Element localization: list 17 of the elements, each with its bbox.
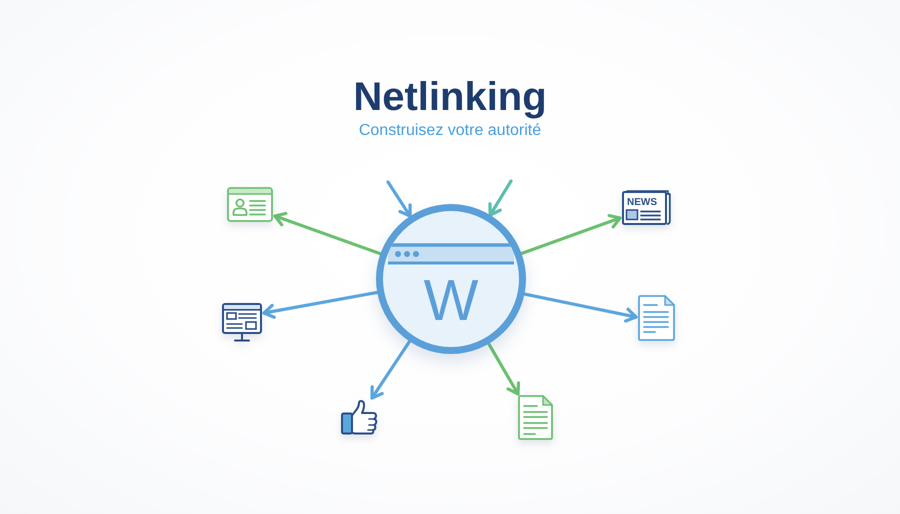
title: Netlinking xyxy=(353,74,547,121)
arrow xyxy=(522,292,638,323)
arrow xyxy=(273,212,382,256)
arrow xyxy=(520,214,622,256)
arrow xyxy=(488,179,513,217)
website-letter: W xyxy=(422,271,480,331)
arrow xyxy=(386,180,412,218)
subtitle: Construisez votre autorité xyxy=(358,121,542,141)
document-icon xyxy=(518,395,553,440)
arrow xyxy=(370,340,412,400)
arrow xyxy=(487,342,520,396)
newspaper-headline: NEWS xyxy=(627,197,657,209)
monitor-icon xyxy=(222,303,262,343)
arrow xyxy=(262,290,379,319)
id-card-icon xyxy=(227,187,273,222)
document-icon xyxy=(638,295,675,341)
thumbs-up-icon xyxy=(341,400,378,436)
